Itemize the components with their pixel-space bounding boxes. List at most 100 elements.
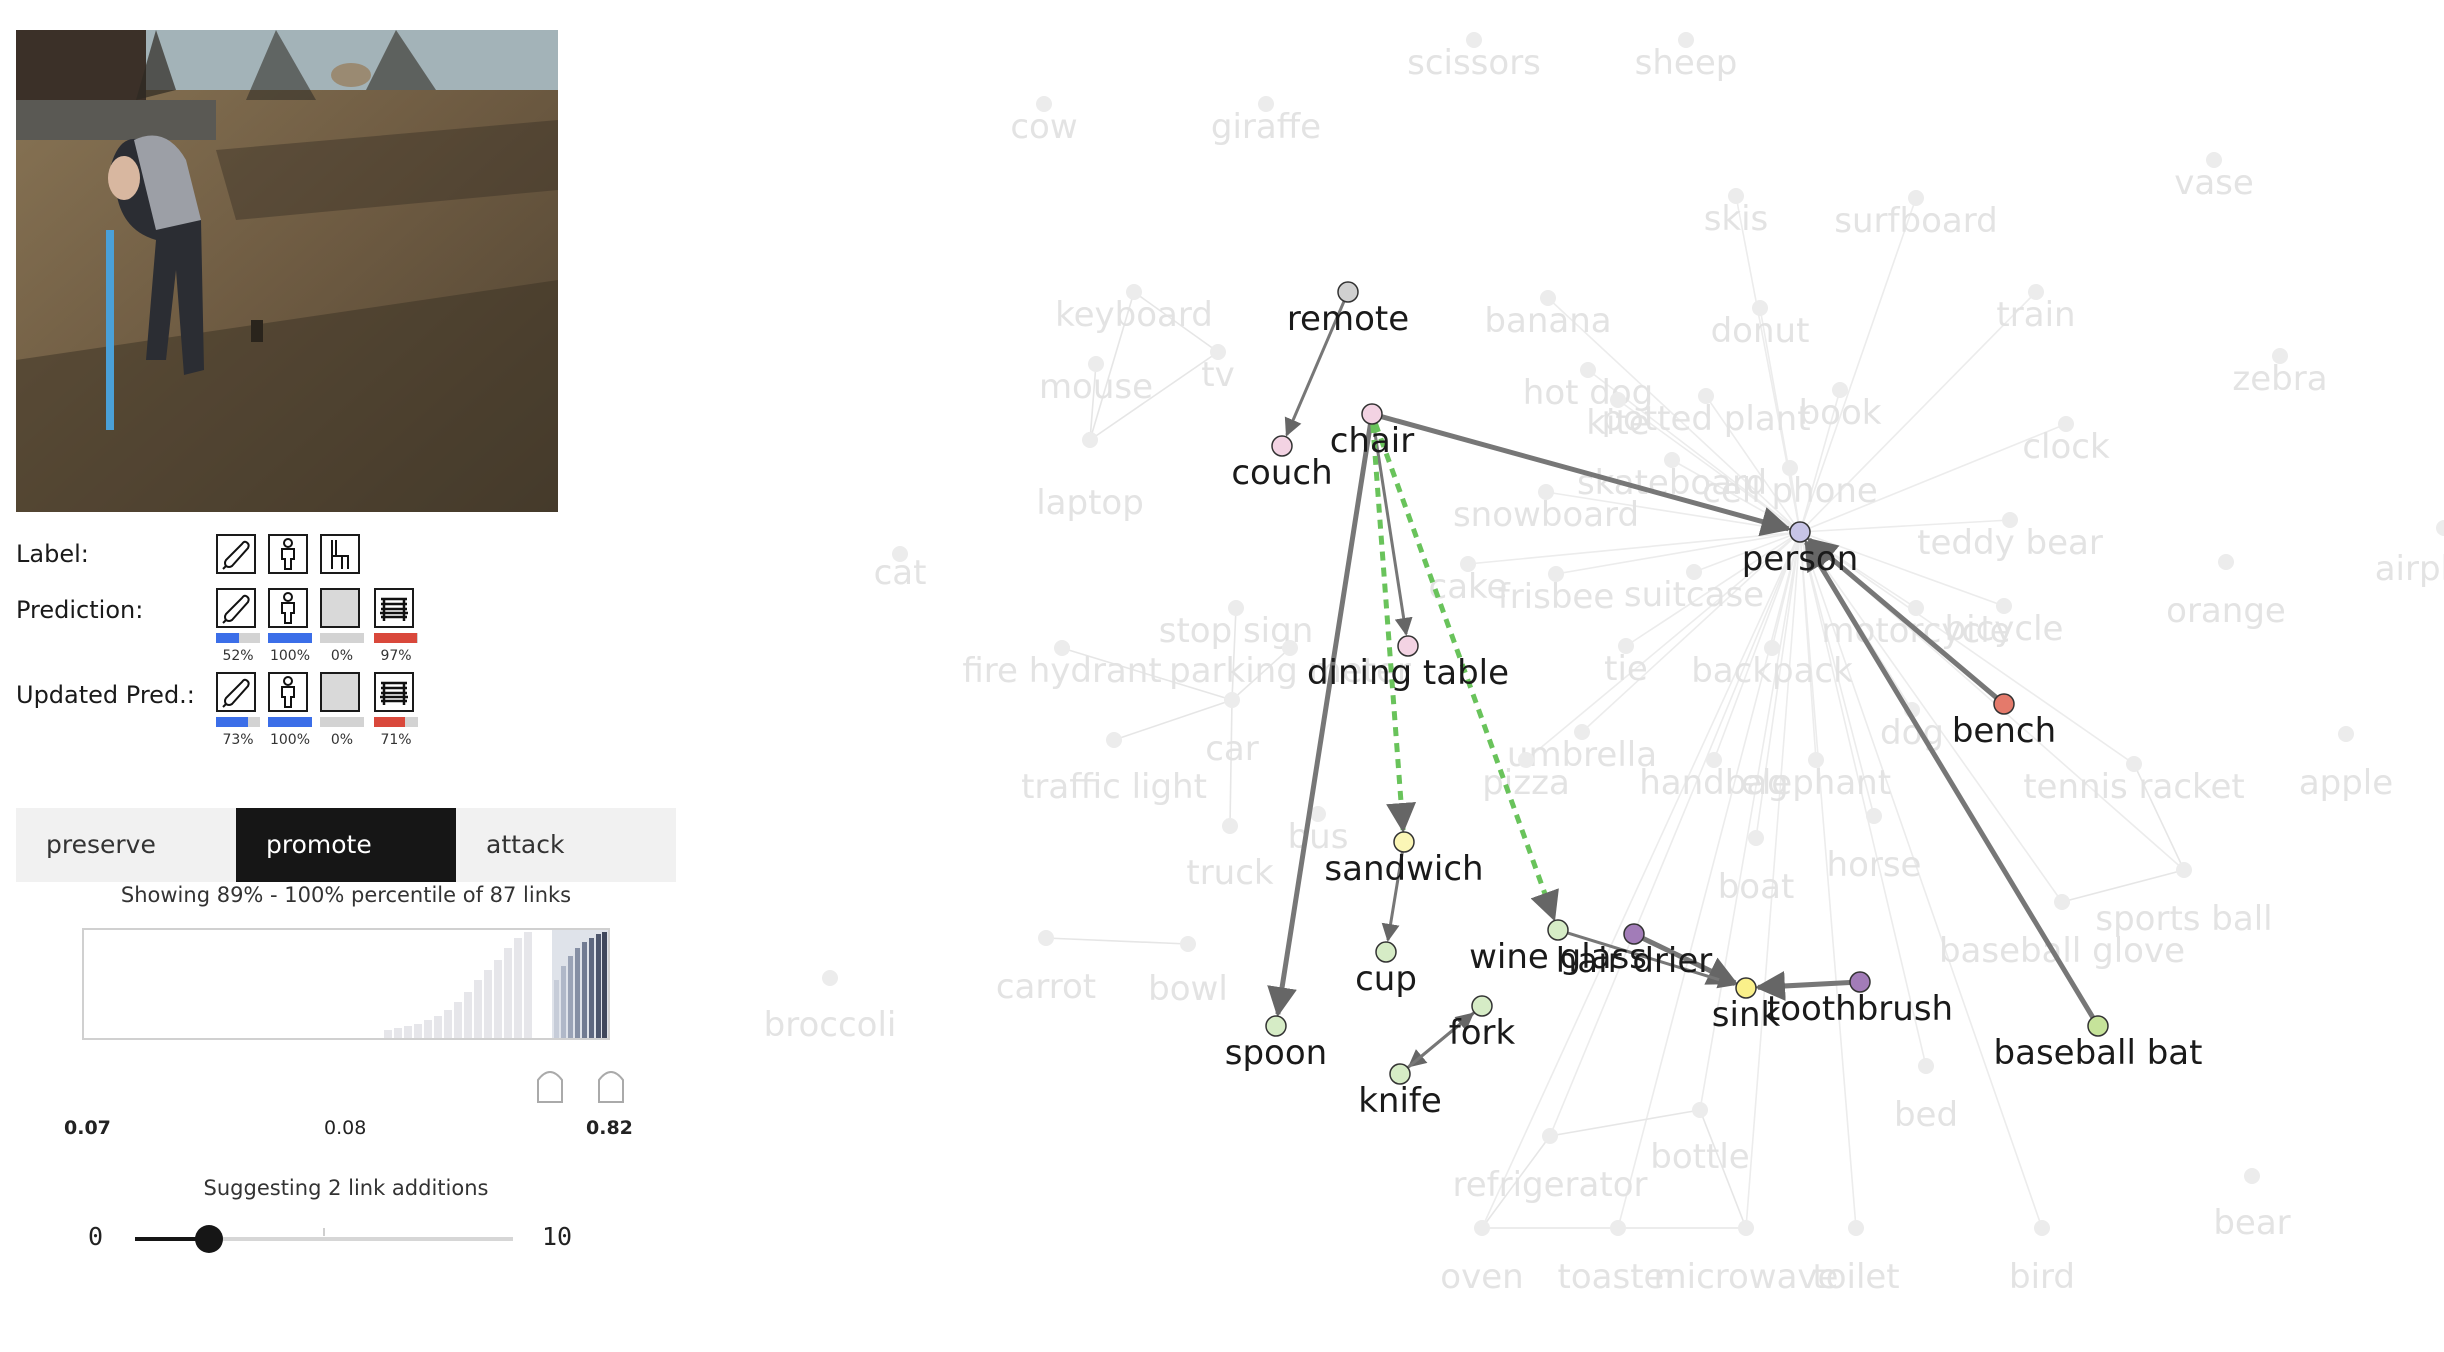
background-edge (1745, 531, 1801, 1229)
background-edge (1699, 531, 1801, 1111)
node-label-tv: tv (1201, 355, 1234, 395)
node-label-laptop: laptop (1036, 483, 1144, 523)
node-label-backpack: backpack (1691, 651, 1853, 691)
node-label-parking-meter: parking meter (1169, 651, 1411, 691)
node-label-book: book (1799, 393, 1882, 433)
node-dot-bed (1918, 1058, 1934, 1074)
updated-confidence-bar (374, 717, 418, 727)
node-label-vase: vase (2174, 163, 2254, 203)
node-dot-pizza (1518, 752, 1534, 768)
node-dot-baseball-bat (2087, 1015, 2109, 1037)
node-label-bench: bench (1952, 711, 2056, 751)
control-panel: Label: Prediction: Updated Pred.: 52%100… (0, 0, 700, 1352)
node-label-bird: bird (2009, 1257, 2075, 1297)
node-dot-car (1224, 692, 1240, 708)
node-label-train: train (1996, 295, 2075, 335)
node-label-tennis-racket: tennis racket (2023, 767, 2245, 807)
hist-min-tick: 0.07 (64, 1117, 111, 1139)
background-edge (1713, 531, 1801, 761)
suggestion-slider-handle[interactable] (195, 1225, 223, 1253)
node-label-suitcase: suitcase (1624, 575, 1764, 615)
background-edge (1755, 531, 1801, 839)
tab-attack[interactable]: attack (456, 808, 676, 882)
link-weight-histogram (82, 928, 610, 1040)
background-edge (1231, 607, 1240, 701)
background-edge (1549, 531, 1801, 1137)
node-label-refrigerator: refrigerator (1453, 1165, 1648, 1205)
hist-mid-tick: 0.08 (324, 1117, 367, 1139)
active-edges (1267, 300, 2095, 1069)
node-dot-bear (2244, 1168, 2260, 1184)
node-label-bear: bear (2213, 1203, 2290, 1243)
background-edge (1088, 291, 1135, 441)
node-dot-boat (1748, 830, 1764, 846)
node-label-cow: cow (1010, 107, 1077, 147)
prediction-confidence-bar (374, 633, 418, 643)
node-dot-knife (1389, 1063, 1411, 1085)
node-label-elephant: elephant (1741, 763, 1891, 803)
node-label-dining-table: dining table (1307, 653, 1509, 693)
node-dot-airplane (2436, 520, 2444, 536)
node-label-donut: donut (1711, 311, 1810, 351)
tab-preserve[interactable]: preserve (16, 808, 236, 882)
background-edge (1799, 197, 1917, 533)
background-edge (1467, 531, 1801, 565)
edge-chair-to-person (1380, 414, 1792, 537)
suggestion-slider-track[interactable] (135, 1237, 513, 1241)
node-label-knife: knife (1358, 1081, 1442, 1121)
background-edge (1625, 531, 1801, 647)
suggestion-slider-fill (135, 1237, 210, 1241)
background-edge (1799, 389, 1841, 533)
label-title: Label: (16, 540, 89, 568)
range-handle-left[interactable] (535, 1062, 565, 1104)
node-dot-elephant (1808, 752, 1824, 768)
node-label-scissors: scissors (1407, 43, 1541, 83)
node-label-sheep: sheep (1635, 43, 1738, 83)
label-chair-icon (320, 534, 360, 574)
background-edge (1759, 307, 1801, 533)
node-label-bed: bed (1894, 1095, 1958, 1135)
node-dot-cow (1036, 96, 1052, 112)
updated-pct-label: 73% (222, 732, 254, 748)
background-edge (1061, 646, 1233, 701)
edge-chair-to-spoon (1267, 423, 1373, 1018)
node-dot-giraffe (1258, 96, 1274, 112)
prediction-baseball-bat-icon (216, 588, 256, 628)
node-label-car: car (1205, 729, 1259, 769)
node-dot-traffic-light (1106, 732, 1122, 748)
input-image (16, 30, 558, 512)
updated-pred-title: Updated Pred.: (16, 681, 195, 709)
background-edge (1555, 531, 1801, 575)
node-label-hair-drier: hair drier (1556, 941, 1713, 981)
node-dot-person (1789, 521, 1811, 543)
node-dot-tennis-racket (2126, 756, 2142, 772)
node-dot-sheep (1678, 32, 1694, 48)
tab-attack-label: attack (486, 830, 565, 859)
node-dot-donut (1752, 300, 1768, 316)
node-dot-umbrella (1574, 724, 1590, 740)
node-dot-bus (1310, 806, 1326, 822)
node-dot-bottle (1692, 1102, 1708, 1118)
node-label-handbag: handbag (1639, 763, 1789, 803)
prediction-person-icon (268, 588, 308, 628)
suggest-caption: Suggesting 2 link additions (203, 1176, 489, 1200)
background-edge (1789, 467, 1801, 533)
node-label-boat: boat (1718, 867, 1795, 907)
node-dot-parking-meter (1282, 640, 1298, 656)
node-dot-toothbrush (1849, 971, 1871, 993)
range-handle-right[interactable] (596, 1062, 626, 1104)
edge-toothbrush-to-sink (1754, 970, 1851, 1001)
node-dot-laptop (1082, 432, 1098, 448)
node-dot-sandwich (1393, 831, 1415, 853)
label-baseball-bat-icon (216, 534, 256, 574)
node-dot-hair-drier (1623, 923, 1645, 945)
slider-max-label: 10 (542, 1222, 573, 1251)
background-edge (1549, 1109, 1701, 1139)
background-edge (1481, 1135, 1551, 1229)
node-dot-skateboard (1664, 452, 1680, 468)
updated-bench-icon (374, 672, 414, 712)
node-label-toilet: toilet (1812, 1257, 1899, 1297)
tab-promote[interactable]: promote (236, 808, 456, 882)
